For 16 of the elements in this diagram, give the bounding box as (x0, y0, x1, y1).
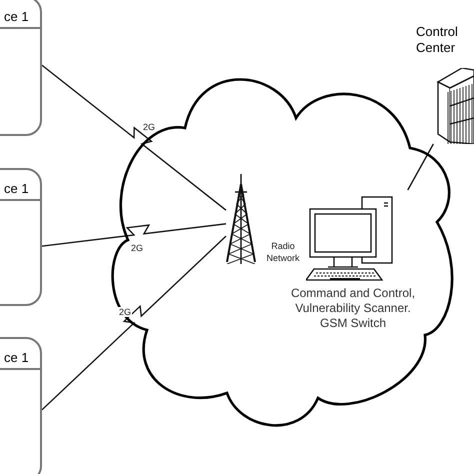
wireless-link (42, 64, 226, 211)
tower-label: Radio Network (265, 240, 300, 264)
device-title: ce 1 (4, 9, 29, 24)
device-card (0, 0, 42, 136)
edge-label: 2G (118, 306, 132, 317)
computer-caption: Command and Control, Vulnerability Scanner. GSM Switch (290, 286, 416, 331)
device-title: ce 1 (4, 350, 29, 365)
device-card (0, 337, 42, 474)
edge-label: 2G (142, 122, 156, 132)
connection-line (407, 144, 434, 190)
wireless-link (42, 223, 226, 247)
device-card (0, 168, 42, 306)
edge-label: 2G (130, 242, 144, 253)
control-center-label: Control Center (416, 24, 459, 56)
device-title: ce 1 (4, 181, 29, 196)
wireless-link (42, 236, 226, 410)
